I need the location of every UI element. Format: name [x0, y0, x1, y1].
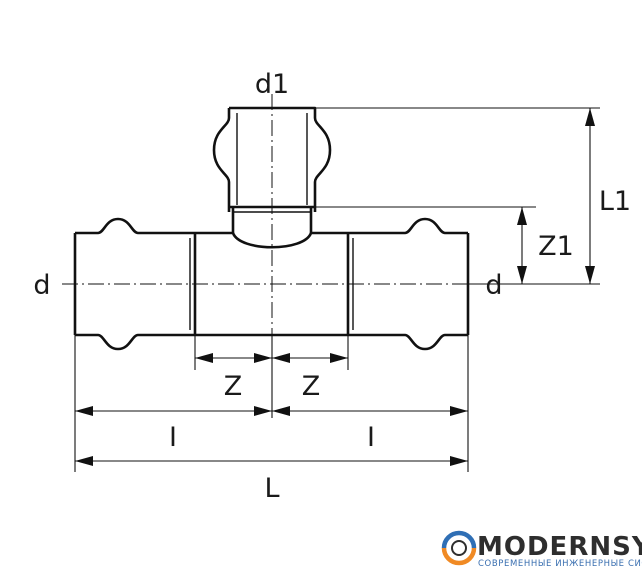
- label-d-left: d: [33, 270, 50, 301]
- logo-wordmark: MODERNSYS: [477, 532, 642, 562]
- dimension-I: [75, 406, 468, 416]
- label-Z-left: Z: [224, 371, 243, 402]
- modernsys-logo: MODERNSYS СОВРЕМЕННЫЕ ИНЖЕНЕРНЫЕ СИСТЕМЫ: [441, 530, 642, 568]
- label-Z-right: Z: [302, 371, 321, 402]
- label-d1: d1: [255, 69, 289, 100]
- label-Z1: Z1: [538, 231, 574, 262]
- label-I-left: I: [169, 422, 177, 453]
- logo-ring-icon: [441, 530, 477, 566]
- label-L1: L1: [599, 186, 631, 217]
- dimension-Z1: [517, 207, 527, 284]
- label-I-right: I: [367, 422, 375, 453]
- branch-socket: [212, 106, 332, 207]
- branch-saddle: [231, 232, 313, 249]
- dimension-L1: [585, 108, 595, 284]
- dimension-Z: [195, 353, 348, 363]
- dimension-L: [75, 456, 468, 466]
- label-d-right: d: [485, 270, 502, 301]
- logo-tagline: СОВРЕМЕННЫЕ ИНЖЕНЕРНЫЕ СИСТЕМЫ: [478, 559, 642, 568]
- label-L: L: [264, 473, 279, 504]
- extension-lines: [74, 107, 600, 472]
